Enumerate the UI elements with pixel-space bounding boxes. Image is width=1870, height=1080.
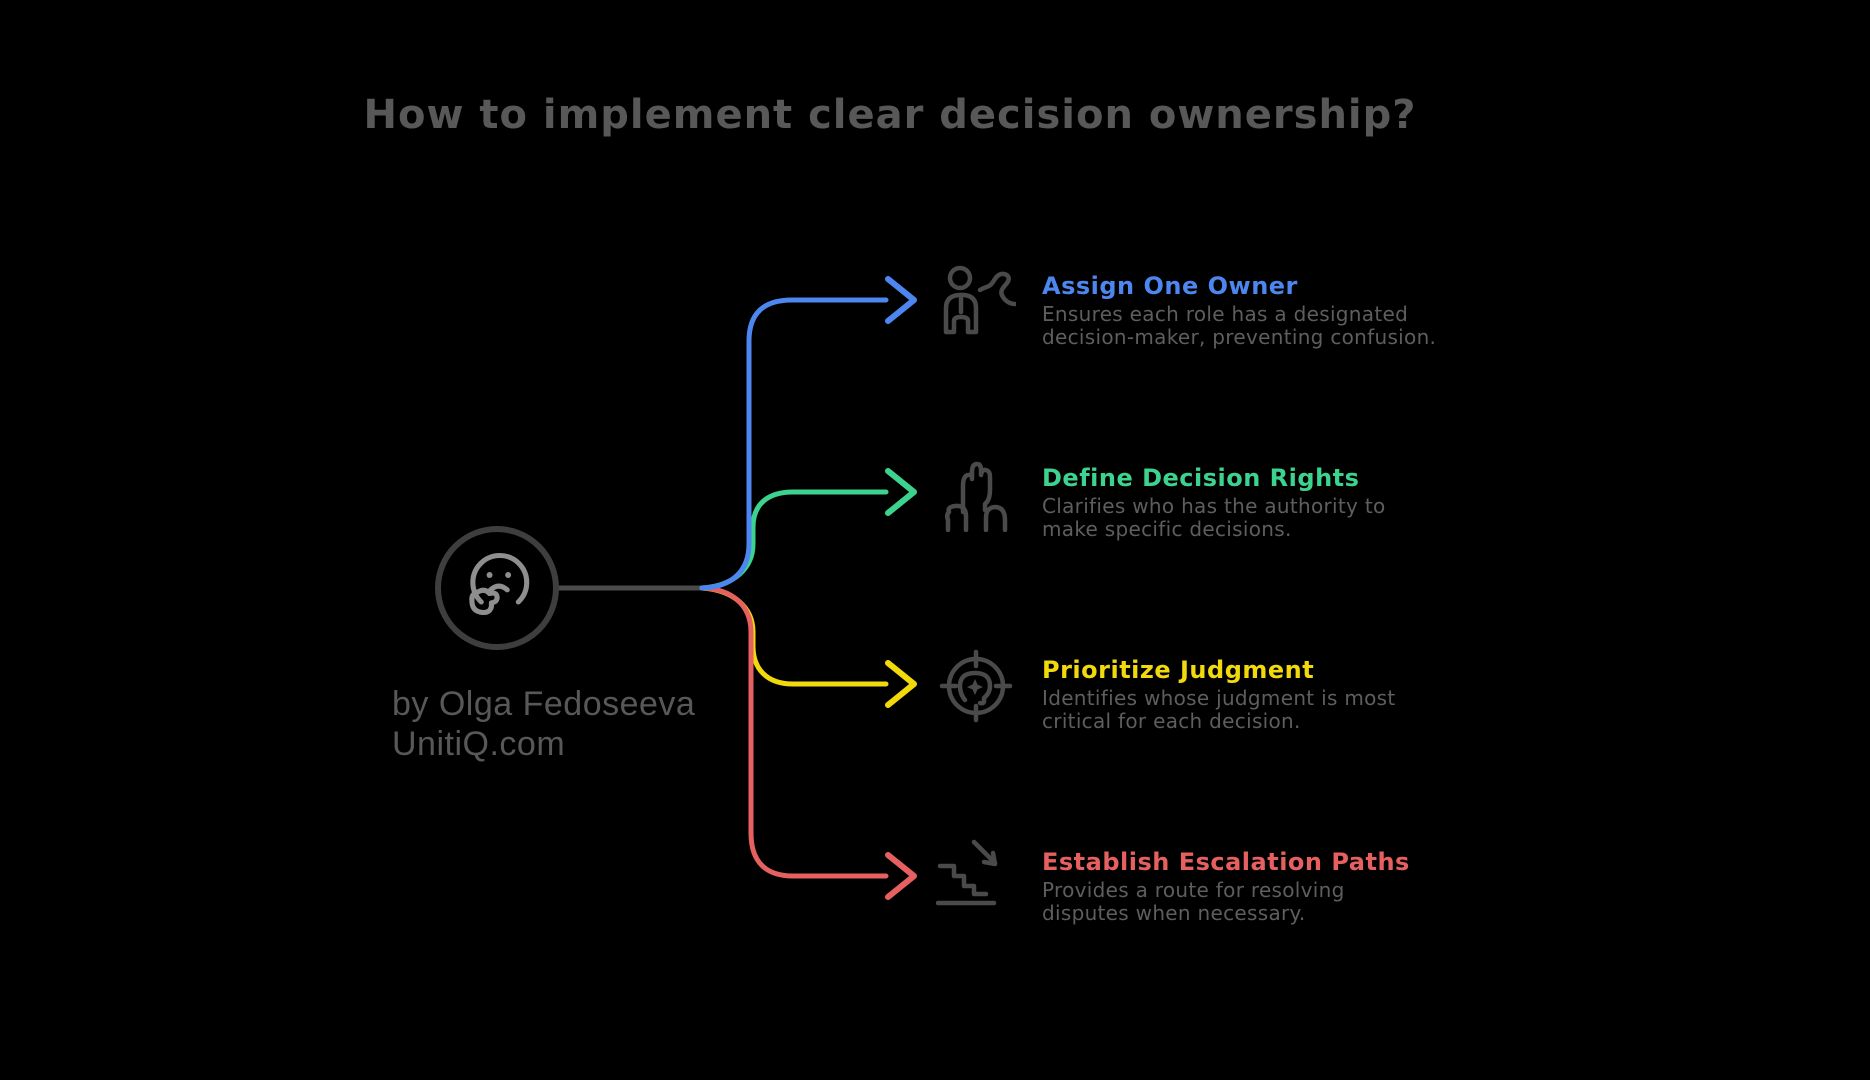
arrowhead-establish-escalation-paths [885,852,917,900]
arrowhead-define-decision-rights [885,468,917,516]
connector-prioritize-judgment [699,585,889,687]
item-assign-one-owner: Assign One Owner Ensures each role has a… [936,260,1496,349]
person-delegate-icon [943,265,1016,335]
arrowhead-assign-one-owner [885,276,917,324]
page-title: How to implement clear decision ownershi… [363,92,1417,138]
item-title-define-decision-rights: Define Decision Rights [1042,464,1360,492]
item-title-prioritize-judgment: Prioritize Judgment [1042,656,1315,684]
byline-author: by Olga Fedoseeva [392,685,696,723]
item-desc-define-decision-rights: Clarifies who has the authority to make … [1042,494,1386,541]
connector-define-decision-rights [699,489,889,591]
center-node [435,526,559,650]
item-title-assign-one-owner: Assign One Owner [1042,272,1298,300]
item-desc-prioritize-judgment: Identifies whose judgment is most critic… [1042,686,1396,733]
connector-establish-escalation-paths [699,585,889,879]
item-title-establish-escalation-paths: Establish Escalation Paths [1042,848,1410,876]
item-text-define-decision-rights: Define Decision Rights Clarifies who has… [1042,452,1386,541]
byline: by Olga Fedoseeva UnitiQ.com [392,684,695,764]
connector-assign-one-owner [699,297,889,591]
item-text-assign-one-owner: Assign One Owner Ensures each role has a… [1042,260,1436,349]
stairs-down-icon [936,839,998,906]
item-prioritize-judgment: Prioritize Judgment Identifies whose jud… [936,644,1496,733]
item-define-decision-rights: Define Decision Rights Clarifies who has… [936,452,1496,541]
item-desc-establish-escalation-paths: Provides a route for resolving disputes … [1042,878,1345,925]
item-text-establish-escalation-paths: Establish Escalation Paths Provides a ro… [1042,836,1410,925]
target-head-icon [939,649,1013,723]
item-desc-assign-one-owner: Ensures each role has a designated decis… [1042,302,1437,349]
raised-hands-icon [944,461,1008,532]
item-establish-escalation-paths: Establish Escalation Paths Provides a ro… [936,836,1496,925]
byline-site: UnitiQ.com [392,725,566,763]
item-text-prioritize-judgment: Prioritize Judgment Identifies whose jud… [1042,644,1396,733]
arrowhead-prioritize-judgment [885,660,917,708]
thinking-face-icon [469,552,530,616]
